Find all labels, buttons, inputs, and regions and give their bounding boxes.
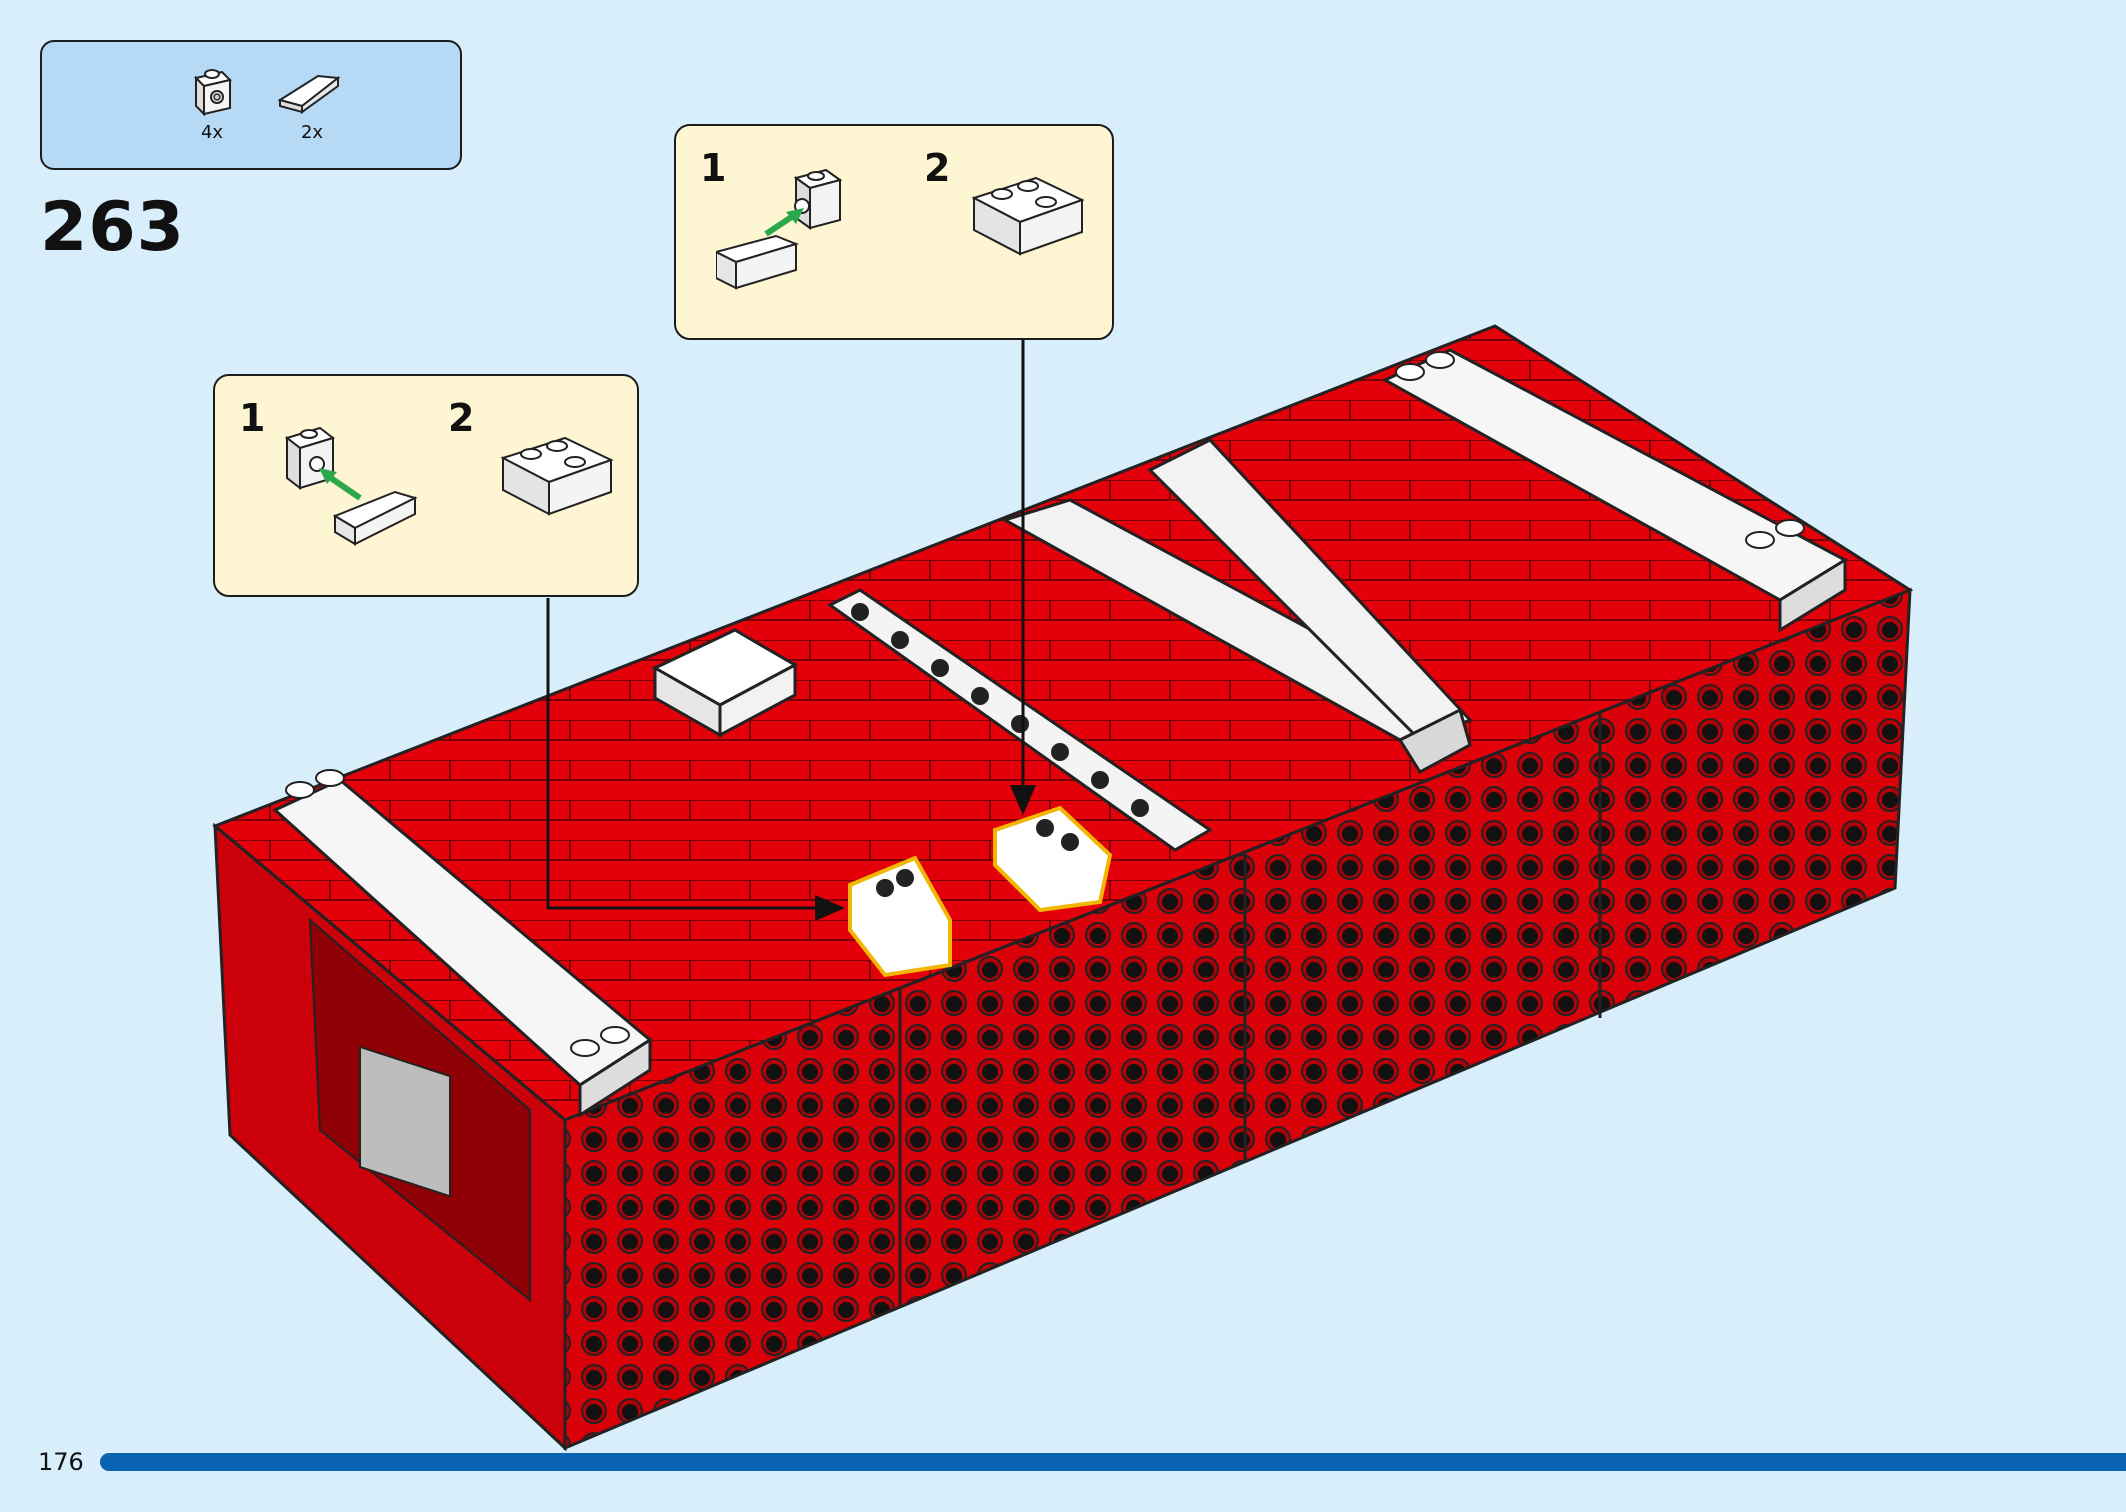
sub-step-number: 1 xyxy=(700,146,727,190)
highlight-part-2 xyxy=(993,805,1113,913)
parts-list-box: 4x 2x xyxy=(40,40,462,170)
sub-step-2-illustration xyxy=(971,176,1085,256)
arrow-left xyxy=(815,895,845,921)
step-number: 263 xyxy=(40,188,185,267)
highlight-part-1 xyxy=(848,855,952,978)
sub-step-2-illustration xyxy=(500,436,614,516)
arrow-right xyxy=(1010,785,1036,815)
connector-line-left xyxy=(546,598,835,910)
bracket-brick-white-icon xyxy=(194,69,232,117)
white-wing-2 xyxy=(1147,438,1473,742)
slope-tile-white-icon xyxy=(277,74,341,114)
sub-step-number: 1 xyxy=(239,396,266,440)
part-qty: 4x xyxy=(200,122,224,143)
sub-step-number: 2 xyxy=(448,396,475,440)
part-bracket: 4x xyxy=(172,60,252,160)
page-number: 176 xyxy=(38,1448,84,1476)
part-slope: 2x xyxy=(272,60,352,160)
sub-assembly-callout-right: 1 2 xyxy=(674,124,1114,340)
sub-step-1-illustration xyxy=(716,168,843,290)
sub-step-number: 2 xyxy=(924,146,951,190)
sub-step-1-illustration xyxy=(284,426,418,546)
sub-assembly-callout-left: 1 2 xyxy=(213,374,639,597)
progress-bar xyxy=(100,1453,2126,1471)
part-qty: 2x xyxy=(300,122,324,143)
